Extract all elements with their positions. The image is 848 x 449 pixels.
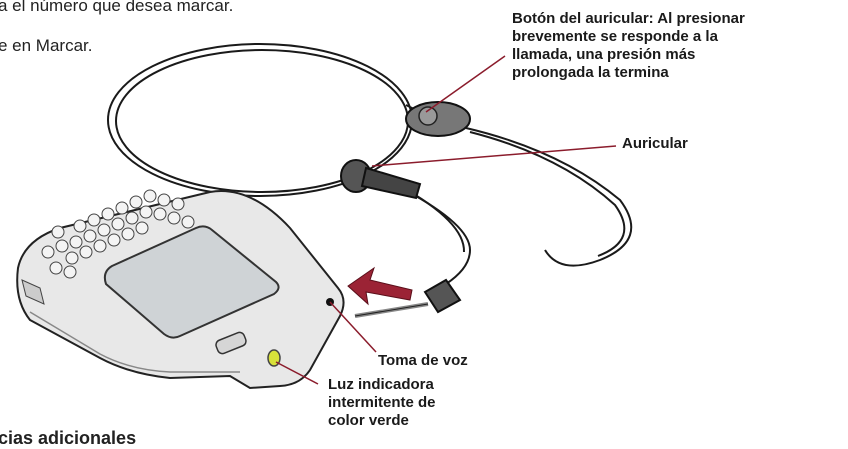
insert-arrow-icon — [347, 266, 413, 306]
page-text-line-1: a el número que desea marcar. — [0, 0, 234, 15]
callout-headset-button-line-3: llamada, una presión más — [512, 46, 696, 63]
callout-indicator-light-line-2: intermitente de — [328, 394, 436, 411]
leader-voice-jack — [329, 301, 377, 353]
callout-headset-button-line-2: brevemente se responde a la — [512, 28, 718, 45]
section-heading: cias adicionales — [0, 428, 137, 448]
earbud-icon — [340, 159, 422, 200]
callout-indicator-light-line-3: color verde — [328, 412, 409, 429]
headset-button-icon — [405, 101, 471, 137]
callout-earbud: Auricular — [622, 135, 688, 152]
leader-lines — [275, 55, 617, 385]
callout-headset-button-line-1: Botón del auricular: Al presionar — [512, 10, 745, 27]
page-text-line-2: e en Marcar. — [0, 36, 93, 55]
leader-headset-button — [425, 55, 506, 113]
callout-headset-button-line-4: prolongada la termina — [512, 64, 669, 81]
leader-earbud — [371, 145, 617, 167]
smartphone-device — [16, 189, 345, 390]
device-screen — [103, 225, 280, 339]
callout-voice-jack: Toma de voz — [378, 352, 468, 369]
leader-indicator-light — [275, 361, 319, 385]
callout-headset-button: Botón del auricular: Al presionar brevem… — [512, 10, 745, 82]
device-keyboard — [41, 189, 195, 279]
callout-indicator-light: Luz indicadora intermitente de color ver… — [328, 376, 436, 430]
jack-plug-icon — [354, 278, 462, 318]
callout-indicator-light-line-1: Luz indicadora — [328, 376, 434, 393]
